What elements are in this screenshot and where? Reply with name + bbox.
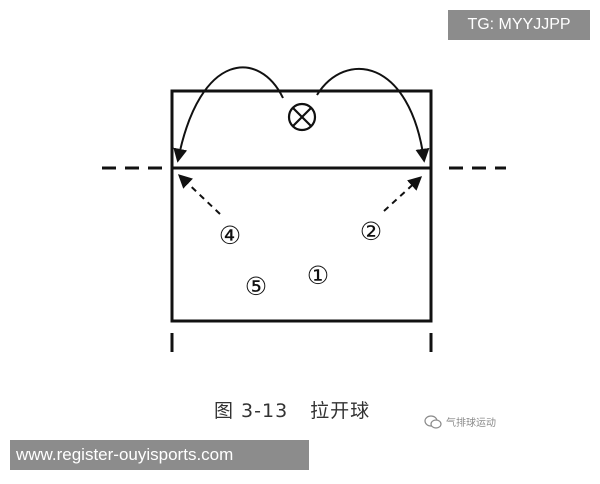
position-2: ②: [360, 217, 382, 246]
wechat-account-name: 气排球运动: [446, 418, 496, 429]
curved-arrow-right: [316, 68, 430, 163]
figure-number: 图 3-13: [214, 400, 289, 422]
curved-arrow-left: [173, 66, 284, 163]
dashed-arrow-right: [383, 176, 423, 212]
url-banner: www.register-ouyisports.com: [10, 440, 309, 470]
circled-x-icon: [287, 102, 317, 132]
wechat-icon: [424, 414, 442, 429]
position-5: ⑤: [245, 272, 267, 301]
figure-caption: 图 3-13 拉开球: [214, 396, 370, 423]
position-1: ①: [307, 261, 329, 290]
figure-title: 拉开球: [310, 400, 371, 422]
dashed-arrow-left: [177, 174, 221, 215]
tg-watermark-badge: TG: MYYJJPP: [448, 10, 590, 40]
court-outline: [170, 89, 433, 323]
wechat-watermark: 气排球运动: [424, 414, 496, 429]
position-4: ④: [219, 221, 241, 250]
